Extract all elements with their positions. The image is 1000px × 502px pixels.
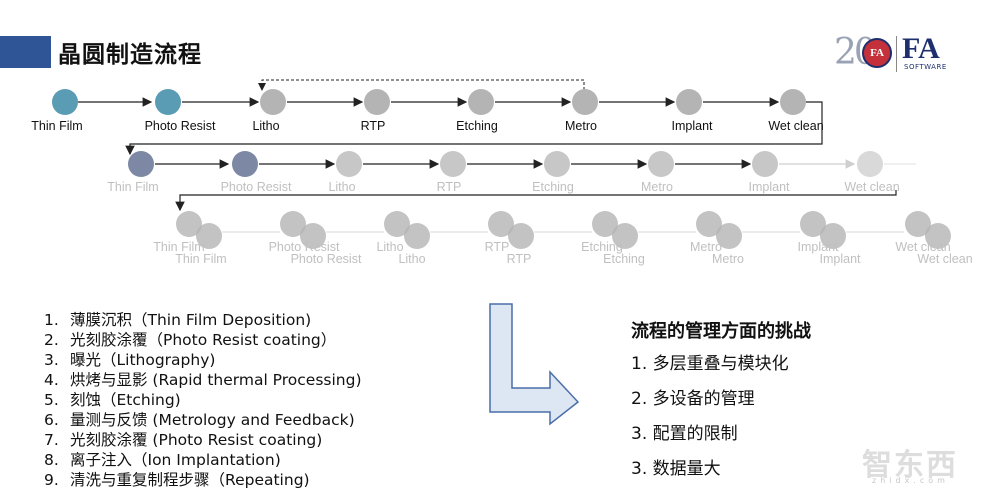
process-node-label: Wet clean xyxy=(844,180,899,194)
process-node-label: Wet clean xyxy=(895,240,950,254)
process-node-label: Litho xyxy=(328,180,355,194)
process-node xyxy=(384,211,410,237)
process-node-label: Thin Film xyxy=(107,180,158,194)
watermark-sub: zhidx.com xyxy=(872,476,949,485)
process-node-label: Litho xyxy=(376,240,403,254)
process-node-label: Metro xyxy=(641,180,673,194)
process-node xyxy=(176,211,202,237)
process-node-label: RTP xyxy=(507,252,532,266)
process-node-label: Wet clean xyxy=(917,252,972,266)
process-node xyxy=(488,211,514,237)
process-node-label: Thin Film xyxy=(153,240,204,254)
arrow-row1-to-row2 xyxy=(125,101,823,156)
challenge-item: 3. 数据量大 xyxy=(631,459,721,479)
process-node-label: Litho xyxy=(398,252,425,266)
step-item: 3.曝光（Lithography) xyxy=(44,351,216,369)
process-node-label: RTP xyxy=(485,240,510,254)
process-node xyxy=(752,151,778,177)
process-node-label: RTP xyxy=(437,180,462,194)
logo-badge: FA xyxy=(862,38,892,68)
process-node-label: Implant xyxy=(820,252,862,266)
step-item: 6.量测与反馈 (Metrology and Feedback) xyxy=(44,411,355,429)
process-node-label: Implant xyxy=(749,180,791,194)
process-node xyxy=(676,89,702,115)
process-node-label: Implant xyxy=(672,119,714,133)
logo-divider xyxy=(896,36,897,72)
logo-brand: FA xyxy=(902,32,940,65)
process-node-label: Photo Resist xyxy=(269,240,340,254)
process-node xyxy=(155,89,181,115)
feedback-loop-arrow xyxy=(258,79,585,91)
process-node xyxy=(592,211,618,237)
process-node-label: Metro xyxy=(565,119,597,133)
process-node xyxy=(404,223,430,249)
process-node xyxy=(572,89,598,115)
process-node xyxy=(780,89,806,115)
step-item: 5.刻蚀（Etching) xyxy=(44,391,181,409)
process-node xyxy=(364,89,390,115)
process-node-label: Metro xyxy=(712,252,744,266)
process-node-label: Metro xyxy=(690,240,722,254)
process-node-label: Etching xyxy=(456,119,498,133)
process-node-label: Etching xyxy=(603,252,645,266)
process-node xyxy=(196,223,222,249)
challenges-title: 流程的管理方面的挑战 xyxy=(631,321,811,342)
process-node xyxy=(820,223,846,249)
process-node xyxy=(857,151,883,177)
process-node xyxy=(232,151,258,177)
process-node xyxy=(925,223,951,249)
process-node xyxy=(905,211,931,237)
watermark: 智东西 xyxy=(862,448,958,483)
challenges-list: 1. 多层重叠与模块化 2. 多设备的管理 3. 配置的限制 3. 数据量大 xyxy=(631,350,789,490)
challenge-item: 3. 配置的限制 xyxy=(631,424,738,444)
process-node xyxy=(300,223,326,249)
process-node xyxy=(260,89,286,115)
process-node xyxy=(280,211,306,237)
process-node-label: Photo Resist xyxy=(145,119,216,133)
step-item: 8.离子注入（Ion Implantation) xyxy=(44,451,281,469)
process-node xyxy=(648,151,674,177)
process-node-label: Implant xyxy=(798,240,840,254)
challenge-item: 2. 多设备的管理 xyxy=(631,389,755,409)
step-item: 2.光刻胶涂覆（Photo Resist coating） xyxy=(44,331,337,349)
step-item: 4.烘烤与显影 (Rapid thermal Processing) xyxy=(44,371,362,389)
logo-brand-sub: SOFTWARE xyxy=(904,63,947,71)
process-steps-list: 1.薄膜沉积（Thin Film Deposition) 2.光刻胶涂覆（Pho… xyxy=(44,310,362,490)
process-node xyxy=(508,223,534,249)
process-node-label: Litho xyxy=(252,119,279,133)
process-node-label: Photo Resist xyxy=(291,252,362,266)
company-logo: 20 FA FA SOFTWARE xyxy=(830,32,960,76)
process-node-label: Photo Resist xyxy=(221,180,292,194)
process-node-label: Thin Film xyxy=(175,252,226,266)
process-node xyxy=(696,211,722,237)
title-accent-bar xyxy=(0,36,51,68)
process-node-label: Etching xyxy=(581,240,623,254)
big-arrow-icon xyxy=(489,303,580,426)
process-node-label: Wet clean xyxy=(768,119,823,133)
process-node xyxy=(52,89,78,115)
process-node-label: RTP xyxy=(361,119,386,133)
process-node xyxy=(716,223,742,249)
process-node xyxy=(440,151,466,177)
process-node xyxy=(468,89,494,115)
arrow-row2-to-row3 xyxy=(175,190,897,212)
step-item: 7.光刻胶涂覆 (Photo Resist coating) xyxy=(44,431,323,449)
process-node xyxy=(128,151,154,177)
process-node-label: Thin Film xyxy=(31,119,82,133)
challenge-item: 1. 多层重叠与模块化 xyxy=(631,354,789,374)
process-node xyxy=(336,151,362,177)
page-title: 晶圆制造流程 xyxy=(58,42,202,68)
step-item: 1.薄膜沉积（Thin Film Deposition) xyxy=(44,311,312,329)
process-node xyxy=(612,223,638,249)
process-node-label: Etching xyxy=(532,180,574,194)
process-node xyxy=(544,151,570,177)
process-node xyxy=(800,211,826,237)
step-item: 9.清洗与重复制程步骤（Repeating) xyxy=(44,471,310,489)
